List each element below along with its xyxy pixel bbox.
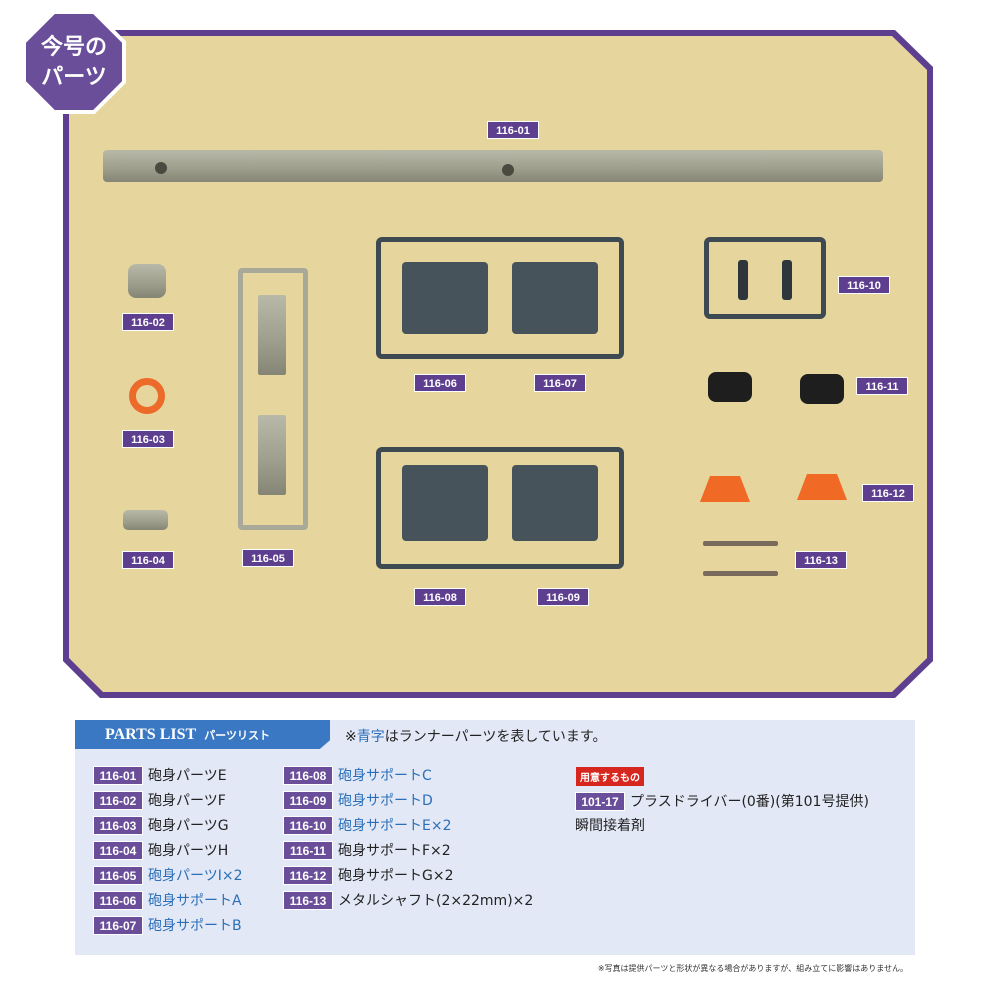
parts-list-item: 116-08 砲身サポートC (283, 765, 432, 785)
runner-116-05 (238, 268, 308, 530)
part-116-11 (800, 374, 844, 404)
barrel-hole (155, 162, 167, 174)
badge-line-1: 今号の (40, 34, 107, 60)
parts-list-item: 116-01 砲身パーツE (93, 765, 227, 785)
runner-116-06-07 (376, 237, 624, 359)
item-code: 116-07 (93, 915, 143, 935)
metal-shaft-116-13 (703, 541, 778, 546)
item-code: 116-06 (93, 890, 143, 910)
item-name: メタルシャフト(2×22mm)×2 (338, 893, 534, 909)
item-code: 116-08 (283, 765, 333, 785)
parts-list-item: 116-09 砲身サポートD (283, 790, 433, 810)
item-name: 瞬間接着剤 (575, 818, 645, 834)
part-116-10 (782, 260, 792, 300)
runner-note: ※青字はランナーパーツを表しています。 (345, 726, 607, 746)
item-name: 砲身パーツF (148, 793, 226, 809)
parts-list-item: 116-06 砲身サポートA (93, 890, 242, 910)
part-116-06 (402, 262, 488, 334)
item-code: 116-03 (93, 815, 143, 835)
orange-ring-116-03 (129, 378, 165, 414)
part-label: 116-01 (487, 121, 539, 139)
parts-list-item: 116-13 メタルシャフト(2×22mm)×2 (283, 890, 533, 910)
parts-photo (69, 36, 927, 692)
parts-list-item: 116-02 砲身パーツF (93, 790, 226, 810)
item-code: 116-11 (283, 840, 333, 860)
item-name: 砲身サポートD (338, 793, 433, 809)
parts-list-item: 116-05 砲身パーツI×2 (93, 865, 243, 885)
part-116-07 (512, 262, 598, 334)
part-116-05 (258, 415, 286, 495)
item-name: 砲身サポートA (148, 893, 242, 909)
part-label: 116-07 (534, 374, 586, 392)
parts-list-header: PARTS LIST パーツリスト (75, 720, 330, 749)
note-blue: 青字 (356, 729, 385, 745)
prepare-label: 用意するもの (576, 767, 644, 786)
parts-list-item: 116-03 砲身パーツG (93, 815, 229, 835)
part-116-05 (258, 295, 286, 375)
item-name: 砲身パーツI×2 (148, 868, 243, 884)
part-label: 116-04 (122, 551, 174, 569)
issue-parts-badge: 今号の パーツ (26, 14, 122, 110)
parts-list-item: 116-04 砲身パーツH (93, 840, 228, 860)
part-label: 116-05 (242, 549, 294, 567)
part-label: 116-13 (795, 551, 847, 569)
parts-list-title: PARTS LIST (105, 726, 197, 743)
badge-line-2: パーツ (41, 64, 107, 90)
item-name: 砲身サポートC (338, 768, 432, 784)
note-rest: はランナーパーツを表しています。 (384, 729, 607, 745)
part-116-04 (123, 510, 168, 530)
note-prefix: ※ (345, 729, 357, 745)
part-label: 116-06 (414, 374, 466, 392)
parts-list-subtitle: パーツリスト (204, 729, 270, 742)
parts-list-item: 116-10 砲身サポートE×2 (283, 815, 451, 835)
item-code: 101-17 (575, 791, 625, 811)
prepare-item: 瞬間接着剤 (575, 815, 645, 835)
item-code: 116-09 (283, 790, 333, 810)
item-name: 砲身サポートG×2 (338, 868, 454, 884)
item-code: 116-01 (93, 765, 143, 785)
prepare-item: 101-17 プラスドライバー(0番)(第101号提供) (575, 791, 869, 811)
part-116-08 (402, 465, 488, 541)
part-116-02 (128, 264, 166, 298)
item-code: 116-05 (93, 865, 143, 885)
item-name: 砲身サポートB (148, 918, 242, 934)
item-code: 116-04 (93, 840, 143, 860)
item-name: 砲身パーツG (148, 818, 229, 834)
part-label: 116-09 (537, 588, 589, 606)
barrel-hole (502, 164, 514, 176)
part-label: 116-12 (862, 484, 914, 502)
part-116-09 (512, 465, 598, 541)
part-label: 116-03 (122, 430, 174, 448)
runner-116-10 (704, 237, 826, 319)
parts-list-item: 116-07 砲身サポートB (93, 915, 242, 935)
item-name: 砲身パーツH (148, 843, 229, 859)
item-code: 116-12 (283, 865, 333, 885)
footnote: ※写真は提供パーツと形状が異なる場合がありますが、組み立てに影響はありません。 (597, 964, 908, 973)
item-code: 116-02 (93, 790, 143, 810)
item-code: 116-10 (283, 815, 333, 835)
barrel-part-116-01 (103, 150, 883, 182)
part-label: 116-10 (838, 276, 890, 294)
runner-116-08-09 (376, 447, 624, 569)
parts-list-panel (75, 720, 915, 955)
part-116-11 (708, 372, 752, 402)
parts-list-item: 116-11 砲身サポートF×2 (283, 840, 451, 860)
item-name: プラスドライバー(0番)(第101号提供) (630, 794, 869, 810)
metal-shaft-116-13 (703, 571, 778, 576)
item-name: 砲身サポートE×2 (338, 818, 452, 834)
part-116-10 (738, 260, 748, 300)
part-label: 116-02 (122, 313, 174, 331)
parts-list-item: 116-12 砲身サポートG×2 (283, 865, 454, 885)
part-label: 116-11 (856, 377, 908, 395)
item-code: 116-13 (283, 890, 333, 910)
item-name: 砲身パーツE (148, 768, 227, 784)
part-label: 116-08 (414, 588, 466, 606)
item-name: 砲身サポートF×2 (338, 843, 451, 859)
